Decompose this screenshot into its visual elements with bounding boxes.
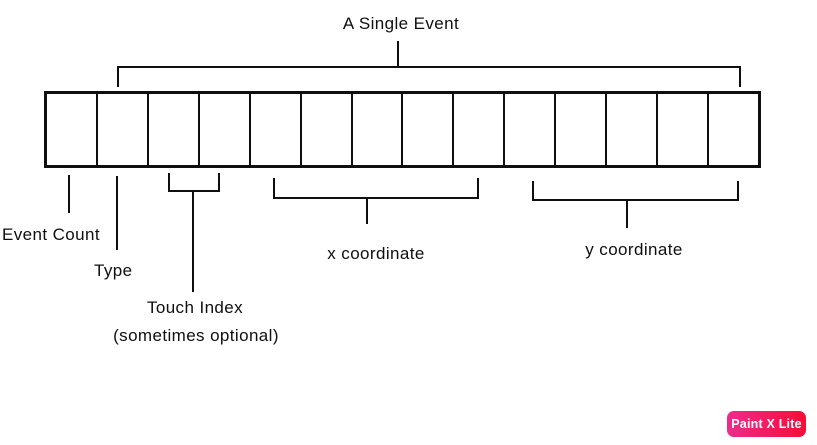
touch-index-note: (sometimes optional)	[113, 326, 279, 345]
x-coordinate-label: x coordinate	[327, 244, 425, 263]
byte-cell	[709, 94, 758, 165]
byte-cell	[353, 94, 404, 165]
byte-cell	[505, 94, 557, 165]
touch-index-stem-line	[192, 192, 194, 292]
touch-index-label: Touch Index	[146, 298, 244, 317]
byte-row	[44, 91, 761, 168]
byte-cell	[200, 94, 251, 165]
diagram-title: A Single Event	[342, 14, 460, 33]
byte-cell	[251, 94, 302, 165]
event-count-label: Event Count	[2, 225, 100, 244]
byte-cell	[658, 94, 709, 165]
byte-cell	[302, 94, 353, 165]
type-label: Type	[94, 261, 133, 280]
byte-cell	[607, 94, 659, 165]
byte-cell	[556, 94, 608, 165]
byte-cell	[98, 94, 149, 165]
type-leader-line	[116, 176, 118, 250]
byte-cell	[454, 94, 506, 165]
single-event-bracket	[117, 66, 741, 87]
byte-cell	[47, 94, 98, 165]
touch-index-bracket	[168, 173, 220, 192]
x-coordinate-bracket	[273, 178, 479, 199]
x-coordinate-stem-line	[366, 199, 368, 224]
byte-cell	[149, 94, 200, 165]
event-count-leader-line	[68, 175, 70, 213]
y-coordinate-bracket	[532, 181, 739, 201]
y-coordinate-label: y coordinate	[585, 240, 683, 259]
single-event-stem-line	[397, 41, 399, 66]
byte-cell	[403, 94, 455, 165]
paint-x-lite-watermark-label: Paint X Lite	[731, 417, 802, 431]
paint-x-lite-watermark-badge: Paint X Lite	[727, 411, 806, 437]
y-coordinate-stem-line	[626, 201, 628, 228]
